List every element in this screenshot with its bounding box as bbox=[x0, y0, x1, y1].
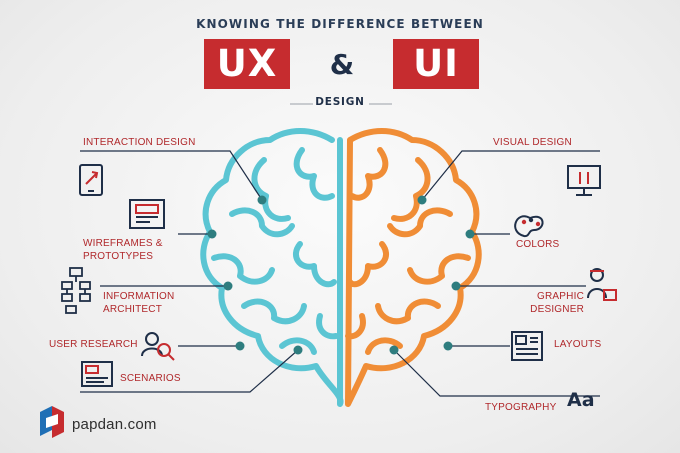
label-interaction-design: INTERACTION DESIGN bbox=[83, 137, 196, 148]
tablet-touch-icon bbox=[79, 164, 103, 196]
label-wireframes-line2: PROTOTYPES bbox=[83, 251, 154, 262]
ui-badge: UI bbox=[393, 39, 479, 89]
label-graphic-line2: DESIGNER bbox=[530, 304, 584, 315]
header-subtitle: KNOWING THE DIFFERENCE BETWEEN bbox=[196, 17, 484, 31]
label-scenarios: SCENARIOS bbox=[120, 373, 181, 384]
layout-icon bbox=[511, 331, 543, 361]
design-word: DESIGN bbox=[315, 96, 365, 108]
ux-connectors bbox=[80, 150, 303, 393]
ux-brain-left-hemisphere bbox=[200, 128, 344, 407]
user-research-icon bbox=[141, 332, 175, 361]
papdan-logo-icon bbox=[40, 406, 64, 438]
brand-name: papdan.com bbox=[72, 416, 157, 433]
label-graphic-line1: GRAPHIC bbox=[537, 291, 584, 302]
wireframe-icon bbox=[129, 199, 165, 229]
label-layouts: LAYOUTS bbox=[554, 339, 602, 350]
ui-brain-right-hemisphere bbox=[345, 128, 482, 407]
sitemap-icon bbox=[61, 267, 91, 314]
monitor-pencil-icon bbox=[567, 165, 601, 196]
ampersand: & bbox=[329, 48, 355, 81]
label-typography: TYPOGRAPHY bbox=[485, 402, 557, 413]
label-user-research: USER RESEARCH bbox=[49, 339, 138, 350]
ux-badge: UX bbox=[204, 39, 290, 89]
color-palette-icon bbox=[514, 215, 544, 238]
label-wireframes-line1: WIREFRAMES & bbox=[83, 238, 163, 249]
label-colors: COLORS bbox=[516, 239, 560, 250]
graphic-designer-icon bbox=[587, 268, 617, 301]
typography-aa-icon: Aa bbox=[567, 389, 595, 411]
label-visual-design: VISUAL DESIGN bbox=[493, 137, 572, 148]
scenario-document-icon bbox=[81, 361, 113, 387]
ui-connectors bbox=[389, 150, 600, 397]
label-information-line1: INFORMATION bbox=[103, 291, 175, 302]
label-information-line2: ARCHITECT bbox=[103, 304, 163, 315]
